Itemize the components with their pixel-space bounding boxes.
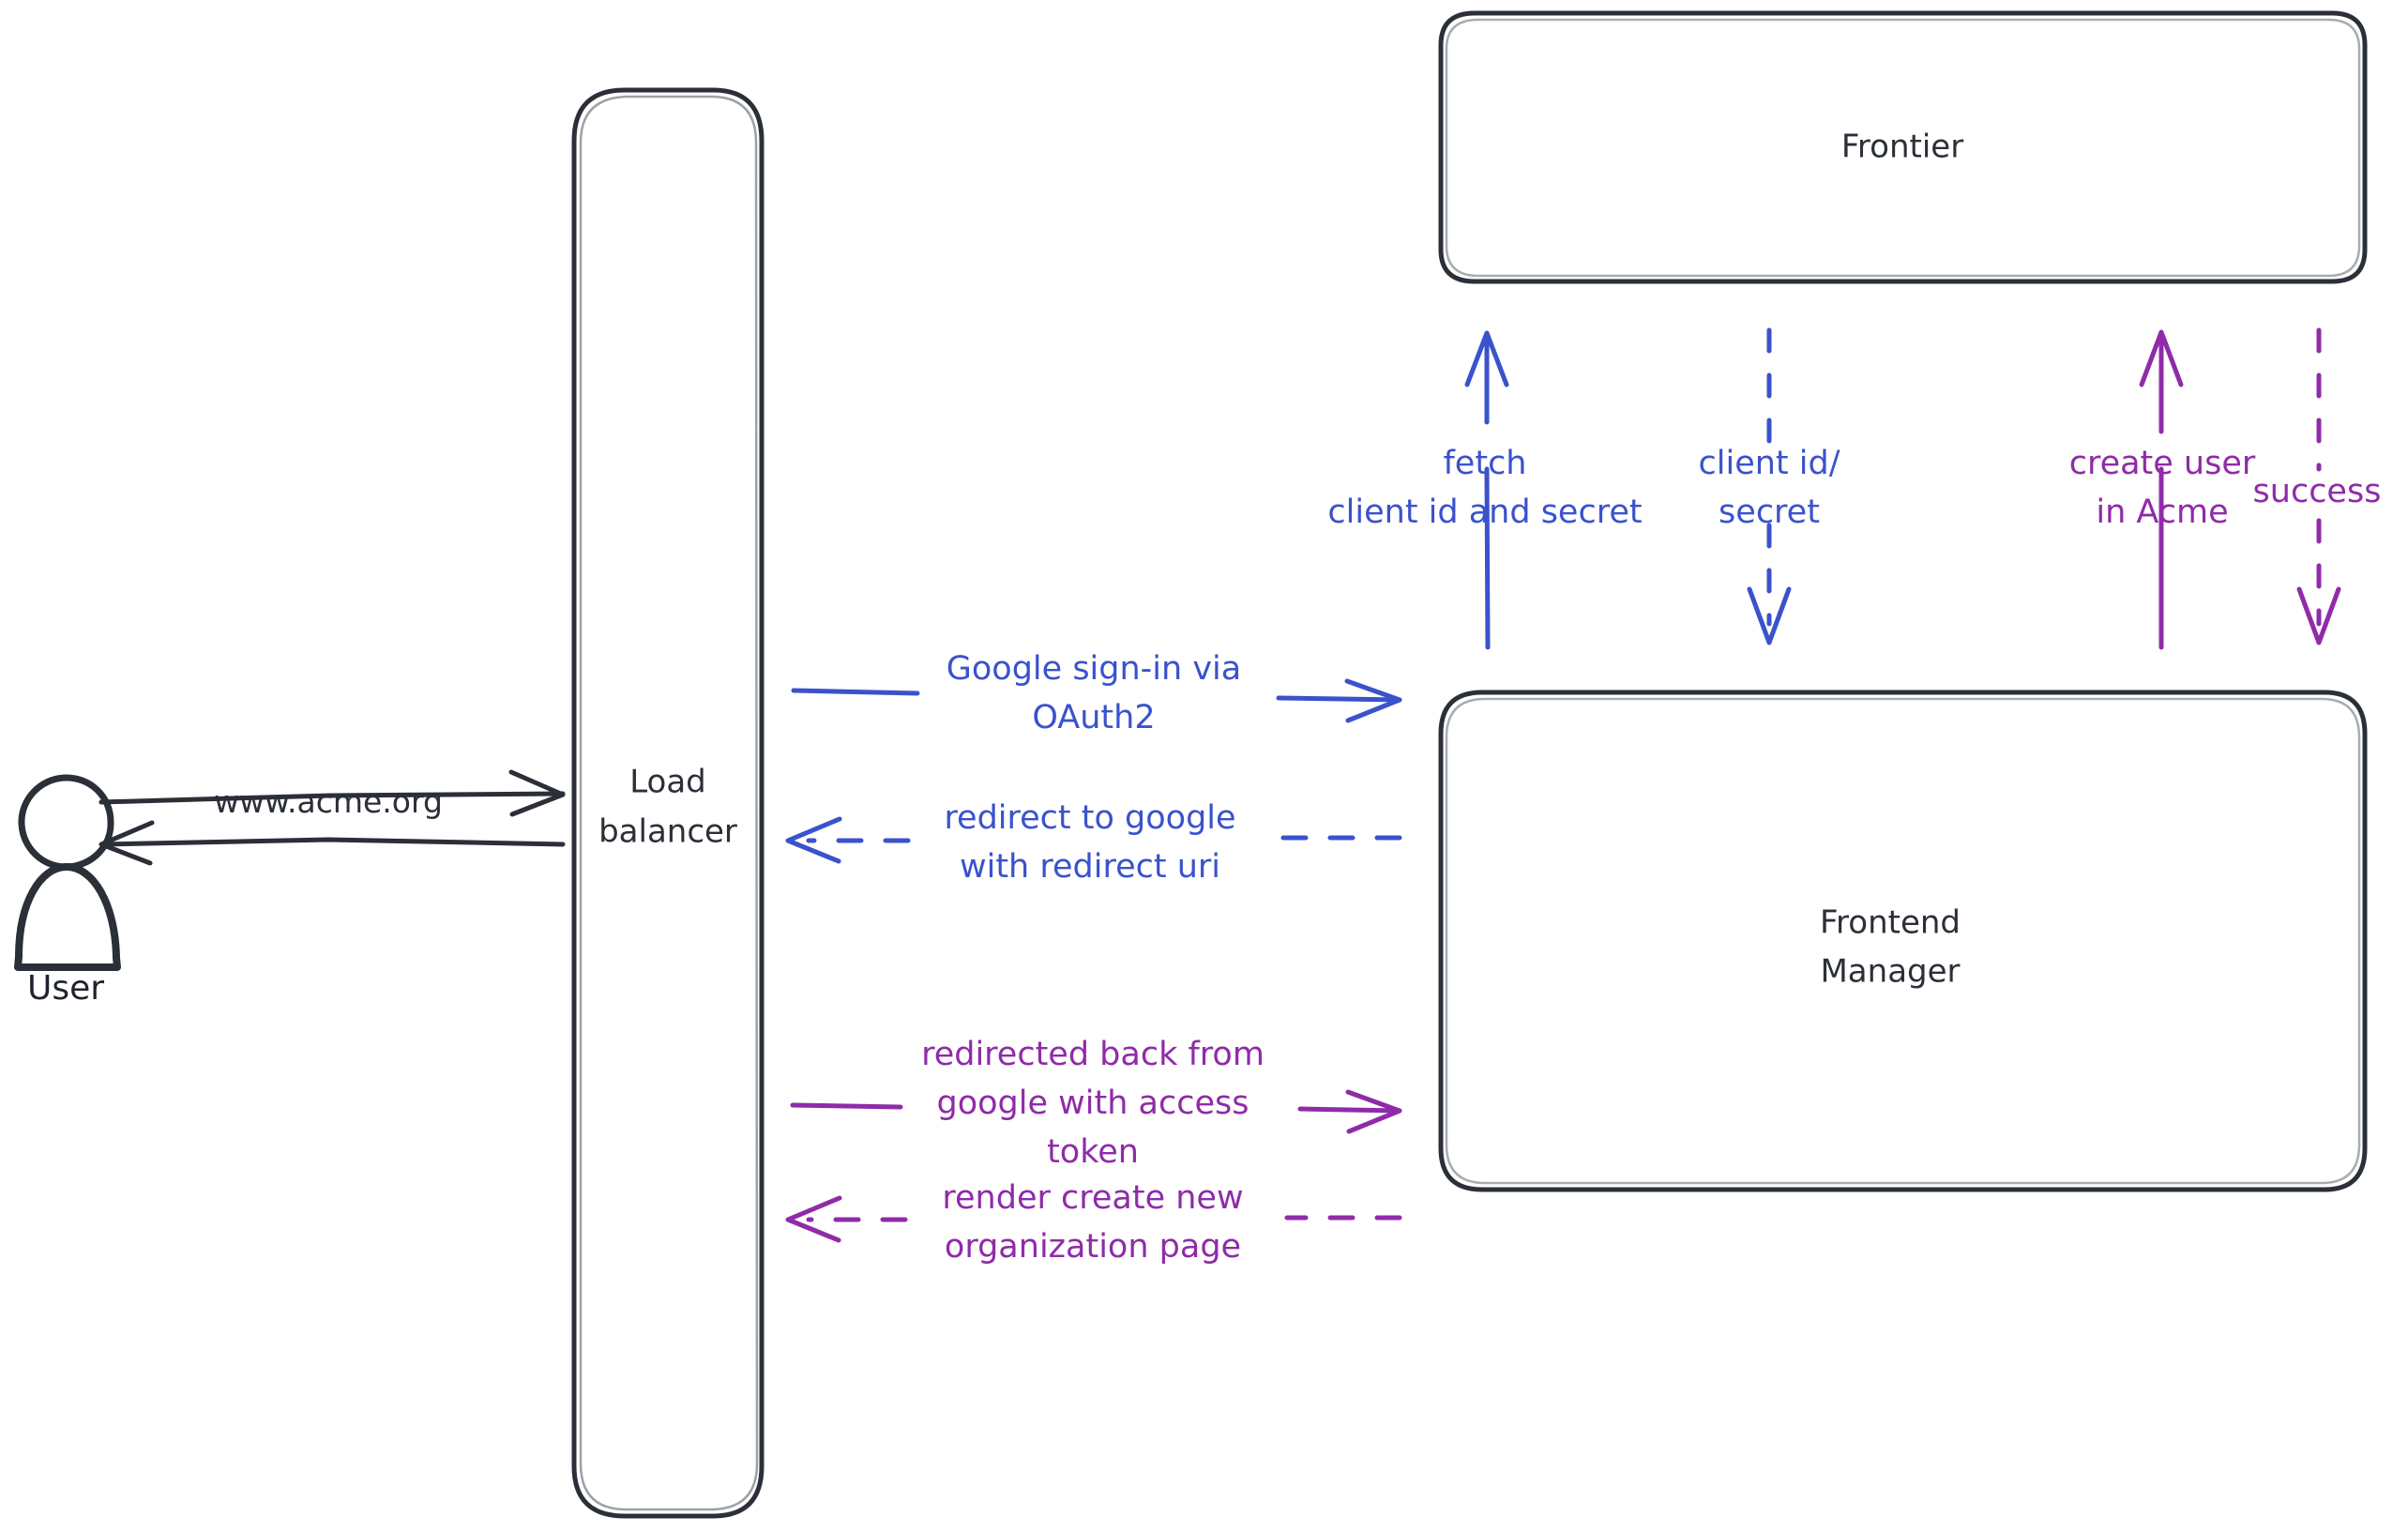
node-load-balancer-label-line2: balancer	[598, 813, 737, 851]
node-frontier[interactable]: Frontier	[1438, 10, 2368, 284]
edge-lb-to-fm-token-label-line1: redirected back from	[921, 1036, 1265, 1073]
edge-frontier-to-fm-credentials-label-line1: client id/	[1699, 445, 1840, 482]
node-frontend-manager[interactable]: Frontend Manager	[1438, 690, 2368, 1192]
edge-fm-to-frontier-fetch-label-line2: client id and secret	[1327, 493, 1642, 531]
edge-fm-to-lb-redirect[interactable]	[785, 816, 1402, 864]
node-load-balancer-label-line1: Load	[629, 764, 706, 801]
edge-fm-to-frontier-create-user-label-line2: in Acme	[2096, 493, 2228, 531]
edge-user-to-load-balancer[interactable]	[98, 769, 566, 817]
edge-fm-to-lb-render-label-line2: organization page	[945, 1228, 1241, 1266]
edge-lb-to-fm-signin[interactable]	[791, 678, 1402, 723]
edge-fm-to-frontier-fetch[interactable]	[1464, 330, 1509, 650]
edge-lb-to-fm-token-label-line2: google with access	[937, 1085, 1249, 1122]
edge-frontier-to-fm-credentials[interactable]	[1747, 327, 1792, 645]
edge-fm-to-frontier-create-user-label-line1: create user	[2069, 445, 2256, 482]
actor-user[interactable]: User	[14, 774, 121, 1008]
person-icon	[14, 774, 121, 971]
edge-lb-to-fm-signin-label-line1: Google sign-in via	[947, 650, 1241, 688]
node-frontier-label: Frontier	[1841, 129, 1963, 166]
edge-frontier-to-fm-success-label: success	[2253, 473, 2382, 510]
edge-frontier-to-fm-success[interactable]	[2296, 327, 2341, 645]
edge-fm-to-lb-redirect-label-line2: with redirect uri	[960, 848, 1220, 886]
node-load-balancer[interactable]: Load balancer	[571, 87, 765, 1519]
edge-lb-to-fm-signin-label-line2: OAuth2	[1032, 699, 1155, 736]
edge-fm-to-lb-render-label-line1: render create new	[942, 1179, 1243, 1217]
node-frontend-manager-label-line1: Frontend	[1820, 904, 1961, 942]
edge-frontier-to-fm-credentials-label-line2: secret	[1719, 493, 1820, 531]
edge-fm-to-lb-render[interactable]	[785, 1195, 1402, 1243]
edge-fm-to-lb-redirect-label-line1: redirect to google	[944, 799, 1235, 837]
edge-lb-to-fm-token-label-line3: token	[1047, 1133, 1139, 1171]
node-frontend-manager-label-line2: Manager	[1820, 953, 1960, 991]
edge-fm-to-frontier-create-user[interactable]	[2139, 329, 2184, 650]
edge-lb-to-fm-token[interactable]	[790, 1089, 1402, 1134]
edge-fm-to-frontier-fetch-label-line1: fetch	[1443, 445, 1526, 482]
edge-load-balancer-to-user[interactable]	[98, 820, 566, 866]
edge-user-to-load-balancer-label: www.acme.org	[214, 783, 443, 820]
actor-user-label: User	[27, 969, 104, 1008]
